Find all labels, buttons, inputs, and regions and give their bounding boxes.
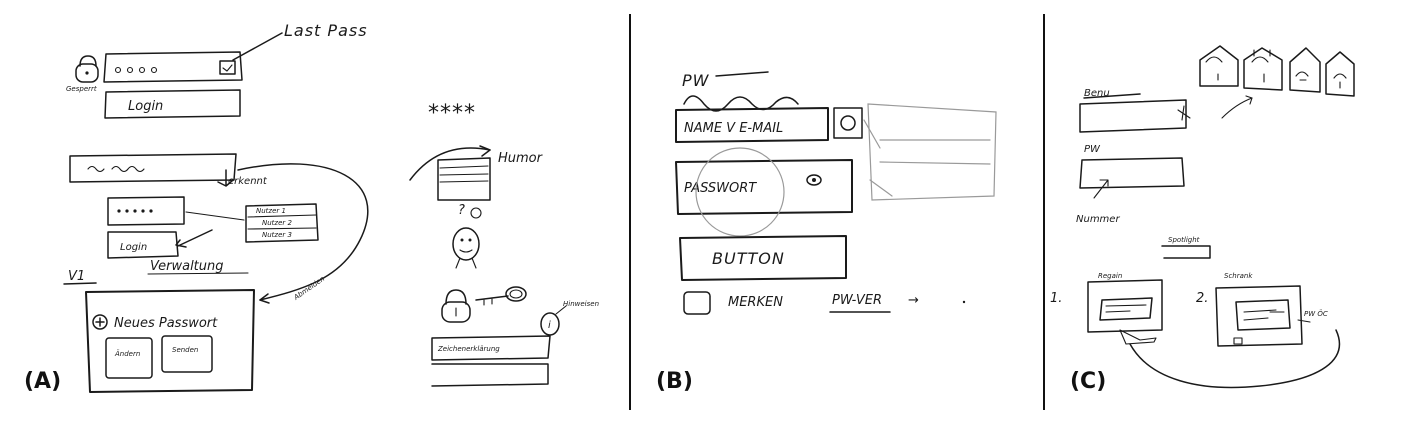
humor-label: Humor	[498, 151, 544, 166]
figure-icon: ?	[452, 203, 482, 269]
user-field-sketch	[1079, 99, 1187, 133]
new-password-label: Neues Passwort	[114, 316, 218, 331]
button-sketch	[679, 235, 847, 281]
password-field-sketch	[103, 51, 243, 83]
aendern-button-sketch	[105, 337, 153, 379]
lastpass-label: Last Pass	[284, 21, 368, 40]
step-2-label: 2.	[1196, 291, 1208, 306]
login-button-sketch	[104, 89, 241, 119]
dialog-box-2-sketch	[431, 363, 549, 387]
user-1-label: Nutzer 1	[256, 207, 286, 215]
regain-label: Regain	[1098, 272, 1122, 280]
password-field-sketch-b	[675, 159, 853, 215]
eye-icon	[806, 174, 822, 186]
curve-annotation: Abmelden	[292, 275, 326, 302]
add-icon	[92, 314, 108, 330]
lastpass-icon	[219, 60, 236, 75]
info-icon	[540, 312, 560, 336]
fingerprint-button-sketch	[833, 107, 863, 139]
password-dots	[114, 66, 158, 74]
popup-sketch-faint	[867, 103, 997, 201]
panel-b: PW NAME V E-MAIL PASSWORT BUTTON MERKEN …	[656, 71, 997, 394]
name-email-label: NAME V E-MAIL	[684, 121, 783, 136]
user-list-sketch	[245, 203, 319, 243]
lock-icons-row	[1199, 45, 1355, 97]
user-3-label: Nutzer 3	[262, 231, 292, 239]
fingerprint-icon	[840, 115, 856, 131]
panel-a-label: (A)	[24, 369, 61, 394]
flow-curve-c	[1129, 329, 1341, 389]
login-label-2: Login	[120, 242, 147, 253]
v1-label: V1	[68, 269, 85, 284]
user-2-label: Nutzer 2	[262, 219, 293, 227]
dialog-text: Zeichenerklärung	[437, 345, 500, 353]
senden-label: Senden	[172, 346, 198, 354]
lock-icon	[75, 55, 99, 83]
nummer-label: Nummer	[1076, 214, 1120, 225]
gesperrt-label: Gesperrt	[66, 85, 97, 93]
humor-box-sketch	[437, 157, 491, 201]
forward-arrow: →	[908, 293, 919, 308]
senden-button-sketch	[161, 335, 213, 373]
panel-b-label: (B)	[656, 369, 693, 394]
hinweis-label: Hinweisen	[563, 300, 599, 308]
login-button-2-sketch	[107, 231, 179, 259]
passwort-label: PASSWORT	[684, 181, 757, 196]
pw-label-c: PW	[1084, 144, 1101, 155]
login-label-1: Login	[128, 99, 163, 114]
stars-sketch: ****	[428, 101, 476, 126]
name-email-field-sketch	[675, 107, 829, 143]
schrank-label: Schrank	[1224, 272, 1253, 280]
pw-label: PW	[682, 71, 710, 90]
benutzer-label: Benu	[1084, 88, 1110, 99]
verwaltung-label: Verwaltung	[150, 259, 224, 274]
pw-oc-label: PW ÖC	[1304, 309, 1328, 318]
panel-c-label: (C)	[1070, 369, 1106, 394]
pw-ver-label: PW-VER	[832, 293, 882, 308]
dialog-box-sketch	[431, 335, 551, 361]
merken-label: MERKEN	[728, 295, 783, 310]
spotlight-label: Spotlight	[1168, 236, 1200, 244]
aendern-label: Ändern	[114, 349, 140, 358]
faint-circle	[695, 147, 785, 237]
password-field-2-sketch	[107, 196, 185, 226]
step-1-label: 1.	[1050, 291, 1062, 306]
pw-field-sketch-c	[1079, 157, 1185, 189]
svg-text:i: i	[548, 320, 551, 331]
svg-text:?: ?	[458, 203, 465, 218]
lock-arrow	[1221, 97, 1253, 119]
schrank-screen-sketch	[1215, 285, 1303, 347]
squiggle-field-sketch	[69, 153, 237, 183]
humor-arrow	[409, 147, 491, 181]
erkennt-label: erkennt	[228, 176, 268, 187]
regain-screen-sketch	[1087, 279, 1163, 333]
button-label: BUTTON	[712, 249, 785, 268]
lock-key-icon	[441, 286, 527, 323]
panel-a: Gesperrt Last Pass Login erkennt	[24, 21, 599, 394]
checkbox-sketch	[683, 291, 711, 315]
flow-curve-arrow	[237, 163, 369, 301]
verwaltung-screen-sketch	[85, 289, 255, 393]
panel-c: Benu PW Nummer Spotlight 1. Regain 2. Sc…	[1050, 45, 1355, 394]
